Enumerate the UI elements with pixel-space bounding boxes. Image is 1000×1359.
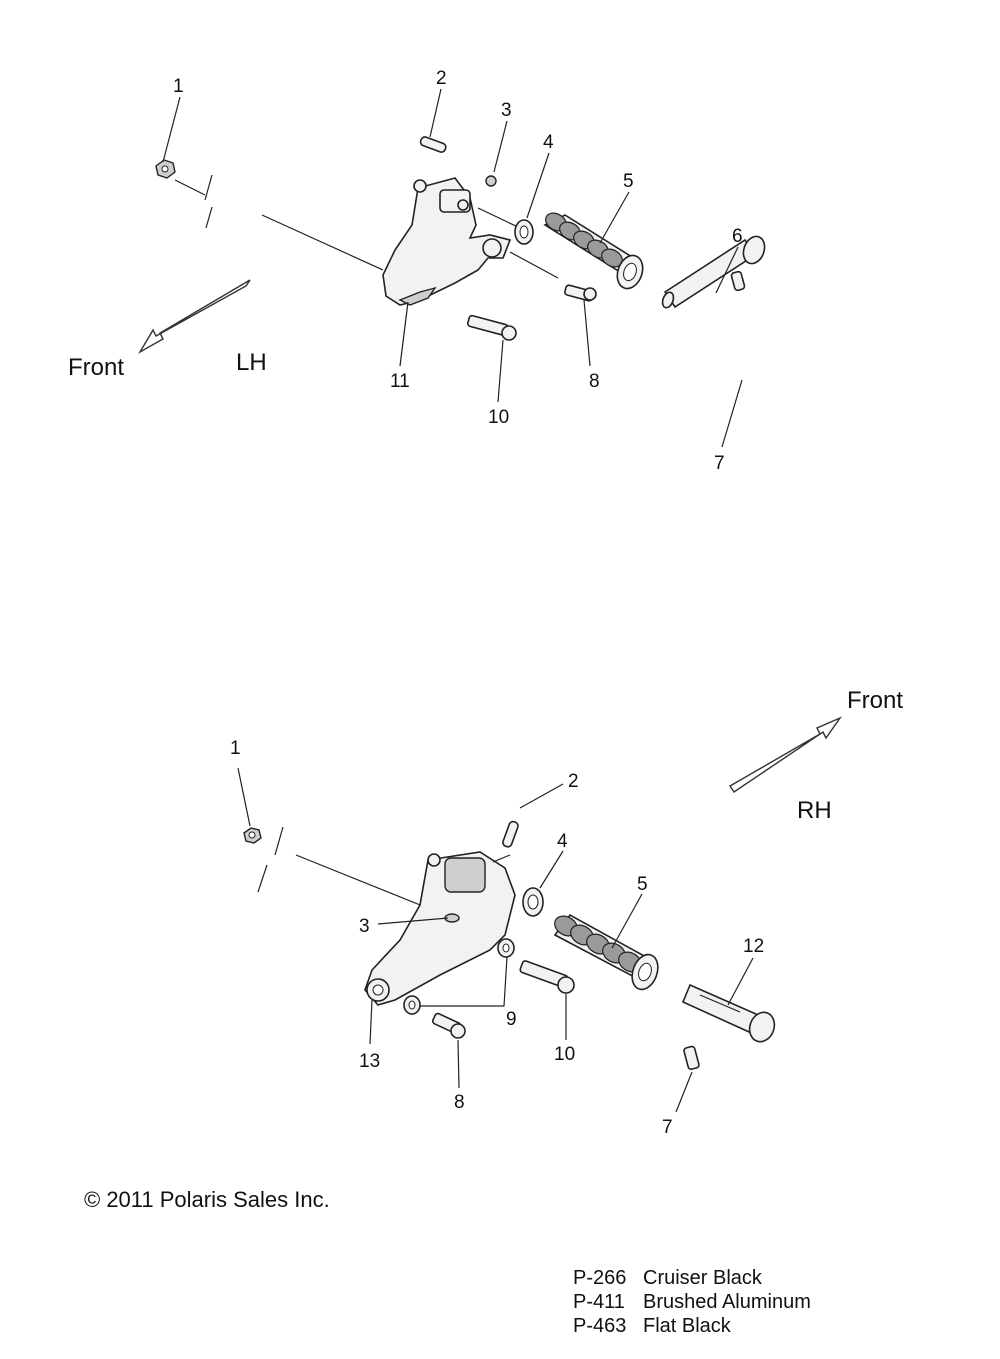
rh-washer bbox=[522, 887, 544, 917]
lh-front-label: Front bbox=[68, 354, 124, 381]
lh-bolt-long bbox=[467, 314, 517, 341]
lh-footrest-bracket bbox=[382, 177, 512, 306]
finish-row: P-266 Cruiser Black bbox=[573, 1266, 811, 1290]
lh-view: Front LH bbox=[68, 68, 766, 474]
lh-footpeg-grip bbox=[543, 212, 644, 290]
finish-row: P-411 Brushed Aluminum bbox=[573, 1290, 811, 1314]
rh-side-label: RH bbox=[797, 797, 832, 824]
rh-callout-4: 4 bbox=[557, 831, 568, 852]
rh-callout-1: 1 bbox=[230, 738, 241, 759]
lh-callout-11: 11 bbox=[390, 371, 410, 392]
finish-name: Flat Black bbox=[643, 1315, 731, 1337]
finish-code: P-266 bbox=[573, 1267, 627, 1289]
rh-nut bbox=[243, 827, 262, 844]
finish-code: P-411 bbox=[573, 1291, 625, 1313]
rh-callout-8: 8 bbox=[454, 1092, 465, 1113]
lh-callout-6: 6 bbox=[732, 226, 743, 247]
rh-view: Front RH bbox=[230, 687, 903, 1138]
rh-spacer-washers bbox=[403, 938, 515, 1015]
finish-code: P-463 bbox=[573, 1315, 627, 1337]
lh-callout-4: 4 bbox=[543, 132, 554, 153]
rh-footpeg-grip bbox=[553, 913, 659, 991]
copyright-notice: © 2011 Polaris Sales Inc. bbox=[84, 1187, 330, 1212]
lh-callout-7: 7 bbox=[714, 453, 725, 474]
rh-callout-5: 5 bbox=[637, 874, 648, 895]
rh-bolt-small bbox=[431, 1012, 466, 1039]
lh-callout-8: 8 bbox=[589, 371, 600, 392]
finish-row: P-463 Flat Black bbox=[573, 1314, 811, 1338]
lh-front-arrow bbox=[138, 279, 251, 354]
rh-bolt-long bbox=[519, 960, 575, 994]
rh-callout-3: 3 bbox=[359, 916, 370, 937]
lh-callout-10: 10 bbox=[488, 407, 509, 428]
rh-callout-9: 9 bbox=[506, 1009, 517, 1030]
finish-name: Brushed Aluminum bbox=[643, 1291, 811, 1313]
rh-front-arrow bbox=[729, 716, 842, 793]
rh-set-screw bbox=[683, 1045, 700, 1071]
lh-callout-3: 3 bbox=[501, 100, 512, 121]
finish-name: Cruiser Black bbox=[643, 1267, 762, 1289]
lh-callout-1: 1 bbox=[173, 76, 184, 97]
rh-callout-12: 12 bbox=[743, 936, 764, 957]
rh-front-label: Front bbox=[847, 687, 903, 714]
lh-side-label: LH bbox=[236, 349, 267, 376]
rh-callout-7: 7 bbox=[662, 1117, 673, 1138]
rh-callout-13: 13 bbox=[359, 1051, 380, 1072]
lh-nut bbox=[155, 159, 176, 179]
lh-callout-5: 5 bbox=[623, 171, 634, 192]
lh-retaining-clip bbox=[485, 175, 497, 187]
rh-footpeg-pin bbox=[681, 983, 776, 1043]
lh-washer bbox=[514, 219, 534, 245]
lh-bolt-small bbox=[564, 284, 597, 302]
rh-pivot-pin bbox=[502, 820, 519, 848]
finish-code-list: P-266 Cruiser Black P-411 Brushed Aluminum… bbox=[573, 1266, 811, 1338]
lh-set-screw bbox=[730, 270, 746, 292]
lh-pivot-pin bbox=[419, 136, 447, 153]
rh-callout-10: 10 bbox=[554, 1044, 575, 1065]
rh-footrest-bracket bbox=[364, 851, 516, 1006]
rh-callout-2: 2 bbox=[568, 771, 579, 792]
lh-footpeg-pin bbox=[661, 235, 766, 309]
lh-callout-2: 2 bbox=[436, 68, 447, 89]
